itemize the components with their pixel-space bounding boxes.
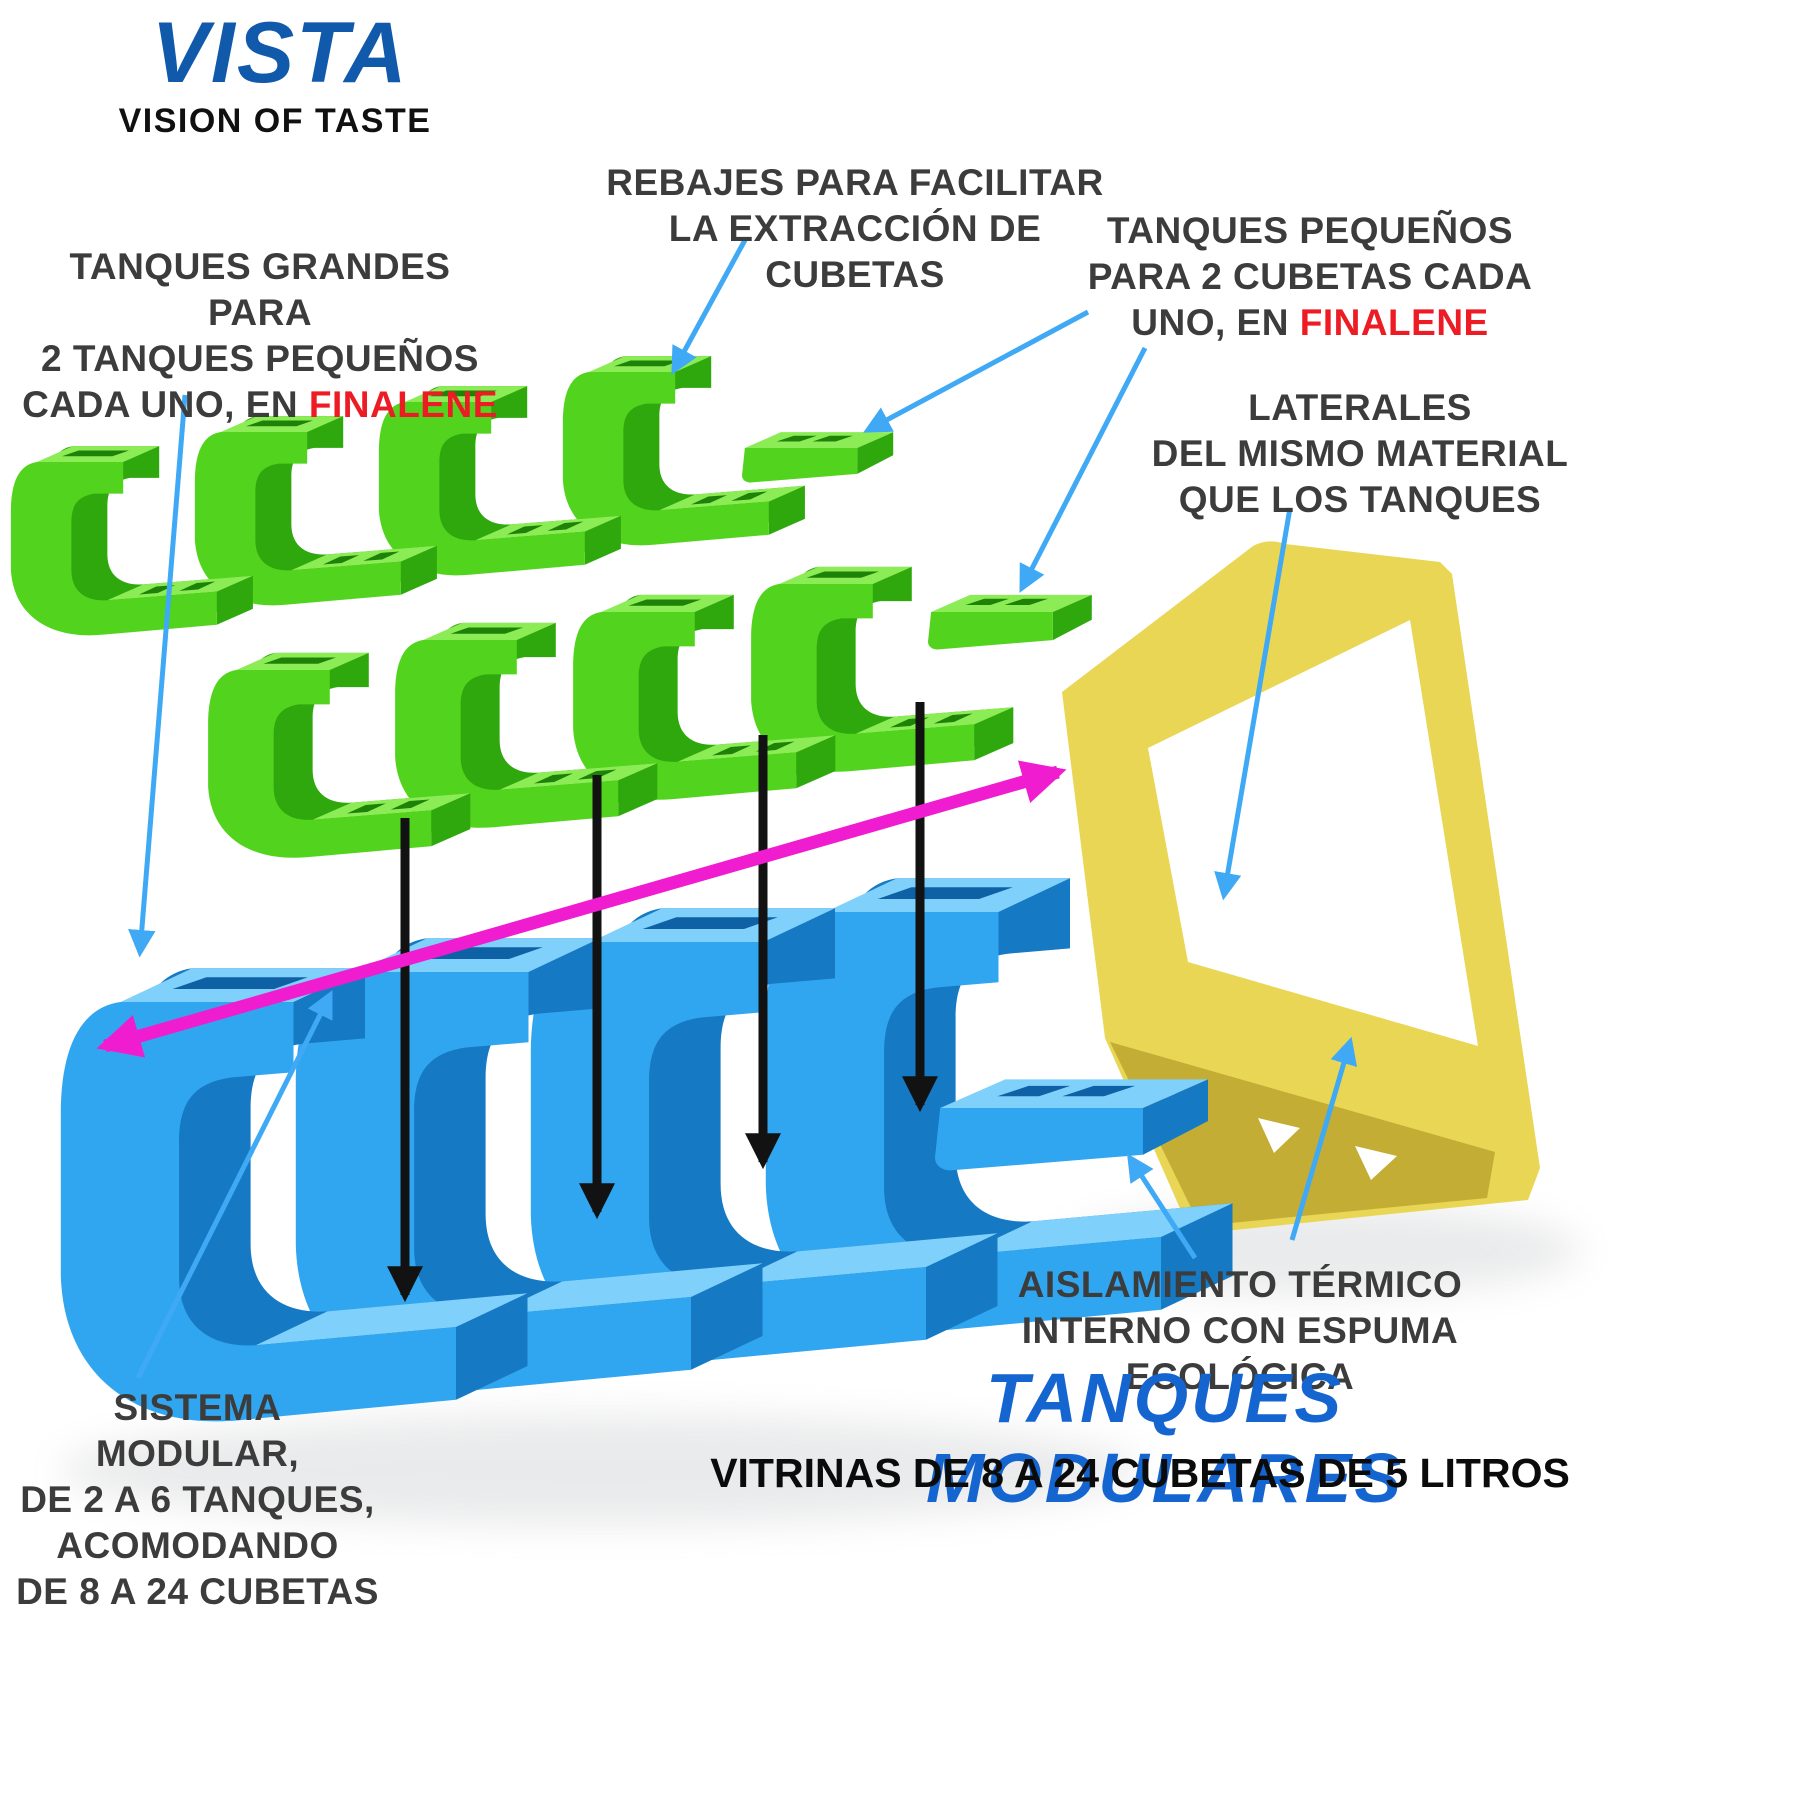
- arrow-tanques-grandes: [128, 394, 188, 958]
- callout-line: ACOMODANDO: [56, 1524, 339, 1566]
- callout-rebajes: REBAJES PARA FACILITAR LA EXTRACCIÓN DE …: [575, 160, 1135, 298]
- callout-line: REBAJES PARA FACILITAR: [606, 162, 1104, 203]
- callout-line: QUE LOS TANQUES: [1178, 478, 1542, 520]
- arrow-sistema-modular: [135, 990, 333, 1380]
- arrow-rebajes: [671, 238, 748, 375]
- callout-line: TANQUES PEQUEÑOS: [1106, 210, 1514, 251]
- arrow-espuma: [1289, 1036, 1358, 1241]
- callout-line: PARA 2 CUBETAS CADA: [1087, 255, 1533, 297]
- callout-line: TANQUES GRANDES PARA: [69, 246, 451, 333]
- callout-line: DE 8 A 24 CUBETAS: [16, 1570, 379, 1612]
- small-green-tank: [928, 595, 1092, 650]
- ground-shadow: [60, 1415, 1140, 1525]
- callout-sistema-modular: SISTEMA MODULAR, DE 2 A 6 TANQUES, ACOMO…: [10, 1385, 385, 1614]
- green-tank-row-middle: [208, 567, 1092, 858]
- material-name: FINALENE: [308, 383, 498, 425]
- callout-line: DEL MISMO MATERIAL: [1151, 432, 1569, 474]
- product-title: TANQUES MODULARES: [925, 1359, 1405, 1517]
- arrow-tanques-pequenos-1: [863, 309, 1090, 433]
- width-dimension-arrow: [96, 760, 1067, 1058]
- callout-line: INTERNO CON ESPUMA ECOLÓGICA: [1021, 1309, 1459, 1397]
- callout-tanques-pequenos: TANQUES PEQUEÑOS PARA 2 CUBETAS CADA UNO…: [1075, 208, 1545, 346]
- callout-line: CADA UNO, EN FINALENE: [20, 382, 500, 428]
- callout-aislamiento: AISLAMIENTO TÉRMICO INTERNO CON ESPUMA E…: [930, 1262, 1550, 1400]
- brand-logo: VISTA: [151, 5, 409, 101]
- product-subtitle: VITRINAS DE 8 A 24 CUBETAS DE 5 LITROS: [710, 1450, 1570, 1496]
- arrow-aislamiento: [1127, 1153, 1198, 1260]
- callout-line: LATERALES: [1248, 387, 1472, 428]
- brand-tagline: VISION OF TASTE: [118, 102, 432, 140]
- callout-line: DE 2 A 6 TANQUES,: [20, 1478, 375, 1520]
- arrow-tanques-pequenos-2: [1019, 346, 1148, 593]
- callout-line: SISTEMA MODULAR,: [95, 1387, 300, 1474]
- panel-vent-holes: [1160, 1090, 1397, 1180]
- callout-tanques-grandes: TANQUES GRANDES PARA 2 TANQUES PEQUEÑOS …: [20, 244, 500, 428]
- material-name: FINALENE: [1299, 301, 1489, 343]
- callout-line: UNO, EN FINALENE: [1075, 300, 1545, 346]
- callout-text: UNO, EN: [1131, 301, 1300, 343]
- callout-line: LA EXTRACCIÓN DE CUBETAS: [668, 207, 1042, 295]
- callout-laterales: LATERALES DEL MISMO MATERIAL QUE LOS TAN…: [1140, 385, 1580, 523]
- panel-body: [1062, 541, 1540, 1234]
- callout-arrows: [128, 238, 1358, 1380]
- callout-text: CADA UNO, EN: [22, 383, 309, 425]
- callout-line: AISLAMIENTO TÉRMICO: [1017, 1264, 1463, 1305]
- small-green-tank: [742, 432, 893, 482]
- arrow-laterales: [1214, 507, 1293, 901]
- callout-line: 2 TANQUES PEQUEÑOS: [40, 337, 479, 379]
